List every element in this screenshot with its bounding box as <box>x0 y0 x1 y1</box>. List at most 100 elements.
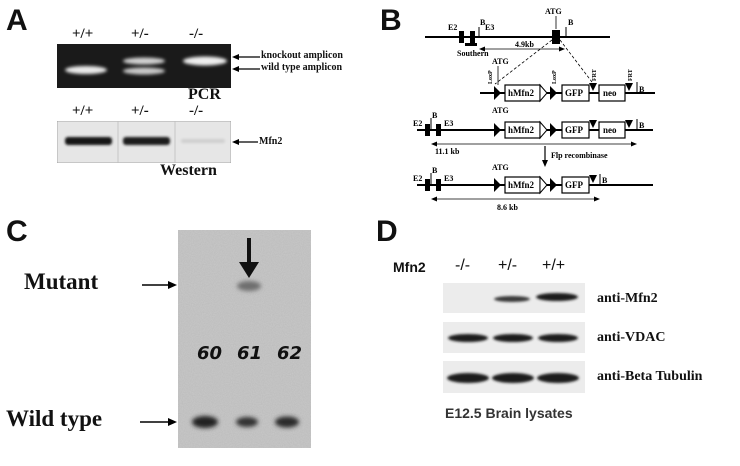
dist-4-9kb: 4.9kb <box>515 40 534 49</box>
western-genotype-ko: -/- <box>189 103 204 119</box>
lane-label-60: 60 <box>197 343 223 364</box>
loxp-label-1: LoxP <box>488 70 494 84</box>
pcr-band-het-knockout <box>123 57 165 65</box>
frt-label-2: FRT <box>628 69 634 81</box>
frt-1 <box>589 83 597 91</box>
wildtype-amplicon-label: wild type amplicon <box>261 62 343 73</box>
neo-box-row2 <box>598 84 626 102</box>
wt-band-62 <box>275 416 299 428</box>
mfn2-arrow <box>232 139 258 145</box>
d-genotype-ko: -/- <box>455 257 471 274</box>
mutant-arrow <box>239 262 259 278</box>
southern-label: Southern <box>457 49 489 58</box>
pcr-band-ko-knockout <box>183 56 227 66</box>
vdac-band-wt <box>538 334 578 342</box>
row1-e3: E3 <box>485 23 494 32</box>
exon-e3-row3 <box>436 124 441 136</box>
pcr-gel <box>57 44 231 88</box>
panel-a-letter: A <box>6 4 28 37</box>
loxp-2 <box>550 86 557 100</box>
gfp-box-row2 <box>561 84 590 102</box>
d-row-label-mfn2: Mfn2 <box>393 259 426 275</box>
neo-row3: neo <box>603 125 617 135</box>
hmfn2-row2: hMfn2 <box>508 88 535 98</box>
d-blot-label-mfn2: anti-Mfn2 <box>597 291 658 306</box>
knockout-amplicon-label: knockout amplicon <box>261 50 343 61</box>
western-genotype-het: +/- <box>131 103 149 119</box>
pcr-genotype-het: +/- <box>131 26 149 42</box>
tubulin-band-het <box>492 373 534 383</box>
western-blot-a <box>57 121 231 163</box>
mutant-label: Mutant <box>24 269 99 294</box>
row3-b: B <box>432 111 438 120</box>
row1-atg: ATG <box>545 7 562 16</box>
gfp-row4: GFP <box>565 180 583 190</box>
d-blot-label-tubulin: anti-Beta Tubulin <box>597 369 703 384</box>
row1-b-left: B <box>480 18 486 27</box>
wild-type-label: Wild type <box>6 406 103 431</box>
atg-exon <box>552 30 560 44</box>
d-caption: E12.5 Brain lysates <box>445 405 573 421</box>
mfn2-band-wt <box>536 293 578 301</box>
row3-b-right: B <box>639 121 645 130</box>
pcr-caption: PCR <box>188 86 221 103</box>
pcr-band-het-wildtype <box>123 67 165 75</box>
panel-c-letter: C <box>6 215 28 248</box>
panel-b-letter: B <box>380 4 402 37</box>
row2-atg: ATG <box>492 57 509 66</box>
frt-label-1: FRT <box>592 69 598 81</box>
western-band-het <box>123 137 170 145</box>
western-caption: Western <box>160 162 217 179</box>
loxp-label-2: LoxP <box>552 70 558 84</box>
mfn2-band-label: Mfn2 <box>259 136 283 147</box>
western-band-ko <box>181 139 225 143</box>
western-blot-d <box>443 283 585 393</box>
row1-e2: E2 <box>448 23 457 32</box>
row4-b: B <box>432 166 438 175</box>
d-blot-label-vdac: anti-VDAC <box>597 330 666 345</box>
row2-b: B <box>639 85 645 94</box>
frt-2 <box>625 83 633 91</box>
exon-e3 <box>470 31 475 43</box>
row3-e2: E2 <box>413 119 422 128</box>
pcr-arrows <box>232 54 260 72</box>
pcr-genotype-ko: -/- <box>189 26 204 42</box>
exon-e2 <box>459 31 464 43</box>
row4-e3: E3 <box>444 174 453 183</box>
wt-band-60 <box>192 416 218 428</box>
exon-e2-row3 <box>425 124 430 136</box>
d-genotype-wt: +/+ <box>542 257 566 274</box>
pcr-band-wt-wildtype <box>65 66 107 74</box>
targeting-construct-diagram: E2 B E3 ATG B Southern 4.9kb hMfn2 GFP n… <box>413 7 655 212</box>
dist-11-1kb: 11.1 kb <box>435 147 460 156</box>
wild-type-pointer-arrow <box>140 418 177 426</box>
mfn2-band-het <box>494 296 530 302</box>
vdac-band-ko <box>448 334 488 342</box>
tubulin-band-wt <box>537 373 579 383</box>
row4-atg: ATG <box>492 163 509 172</box>
western-band-wt <box>65 137 112 145</box>
row4-e2: E2 <box>413 174 422 183</box>
vdac-band-het <box>493 334 533 342</box>
pcr-genotype-wt: +/+ <box>72 26 94 42</box>
mutant-band-61 <box>237 281 261 291</box>
mutant-pointer-arrow <box>142 281 177 289</box>
neo-row2: neo <box>603 88 617 98</box>
gfp-row2: GFP <box>565 88 583 98</box>
loxp-1 <box>494 86 501 100</box>
western-genotype-wt: +/+ <box>72 103 94 119</box>
dist-8-6kb: 8.6 kb <box>497 203 518 212</box>
gfp-row3: GFP <box>565 125 583 135</box>
tubulin-band-ko <box>447 373 489 383</box>
southern-blot <box>178 230 311 448</box>
wt-band-61 <box>236 417 258 427</box>
flp-recombinase: Flp recombinase <box>551 151 608 160</box>
row1-b-right: B <box>568 18 574 27</box>
row4-b-right: B <box>602 176 608 185</box>
panel-d-letter: D <box>376 215 398 248</box>
row3-atg: ATG <box>492 106 509 115</box>
lane-label-61: 61 <box>237 343 263 364</box>
row3-e3: E3 <box>444 119 453 128</box>
d-genotype-het: +/- <box>498 257 518 274</box>
hmfn2-row3: hMfn2 <box>508 125 535 135</box>
